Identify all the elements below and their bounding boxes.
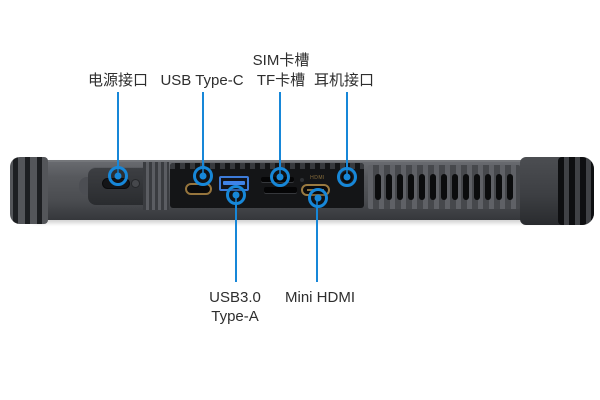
vent-slot [507,174,513,200]
power-callout-dot [114,172,122,180]
headphone-callout-marker [337,167,357,187]
usb-type-a-tongue [223,181,245,185]
usb-c-callout-marker [193,166,213,186]
power-callout-marker [108,166,128,186]
headphone-jack-label: 耳机接口 [313,72,375,89]
sim-eject-hole [300,178,304,182]
usb-a-callout-line [235,196,237,282]
sim-callout-line [279,92,281,177]
vent-slot [485,174,491,200]
headphone-callout-line [346,92,348,177]
usb-c-callout-dot [199,172,207,180]
hdmi-callout-marker [308,188,328,208]
screw [131,179,140,188]
sim-callout-marker [270,167,290,187]
hdmi-callout-line [316,199,318,282]
device-top-highlight [40,160,560,162]
usb3-label: USB3.0 [209,289,261,306]
mini-hdmi-label: Mini HDMI [285,289,355,306]
tf-card-slot [264,187,297,193]
tf-slot-label: TF卡槽 [256,72,306,89]
usb3-type-a-label: Type-A [211,308,259,325]
sim-callout-dot [276,173,284,181]
right-bumper-ribs [558,157,594,225]
usb-a-callout-marker [226,185,246,205]
power-callout-line [117,92,119,176]
vent-slot [375,174,381,200]
vent-slot [386,174,392,200]
headphone-callout-dot [343,173,351,181]
vent-slot [430,174,436,200]
grip-ribs [143,162,169,210]
vent-slot [397,174,403,200]
bay-serrated-edge [170,163,364,169]
hdmi-port-marking: HDMI [310,175,325,181]
vent-slot [419,174,425,200]
vent-slot [408,174,414,200]
vent-slot [441,174,447,200]
hdmi-callout-dot [314,194,322,202]
power-port-label: 电源接口 [87,72,149,89]
left-corner-bumper [10,157,48,224]
vent-grille [368,165,520,209]
sim-slot-label: SIM卡槽 [252,52,310,69]
usb-c-callout-line [202,92,204,176]
vent-slot [496,174,502,200]
usb-type-c-label: USB Type-C [160,72,244,89]
vent-slot [463,174,469,200]
vent-slot [474,174,480,200]
vent-slot [452,174,458,200]
usb-a-callout-dot [232,191,240,199]
